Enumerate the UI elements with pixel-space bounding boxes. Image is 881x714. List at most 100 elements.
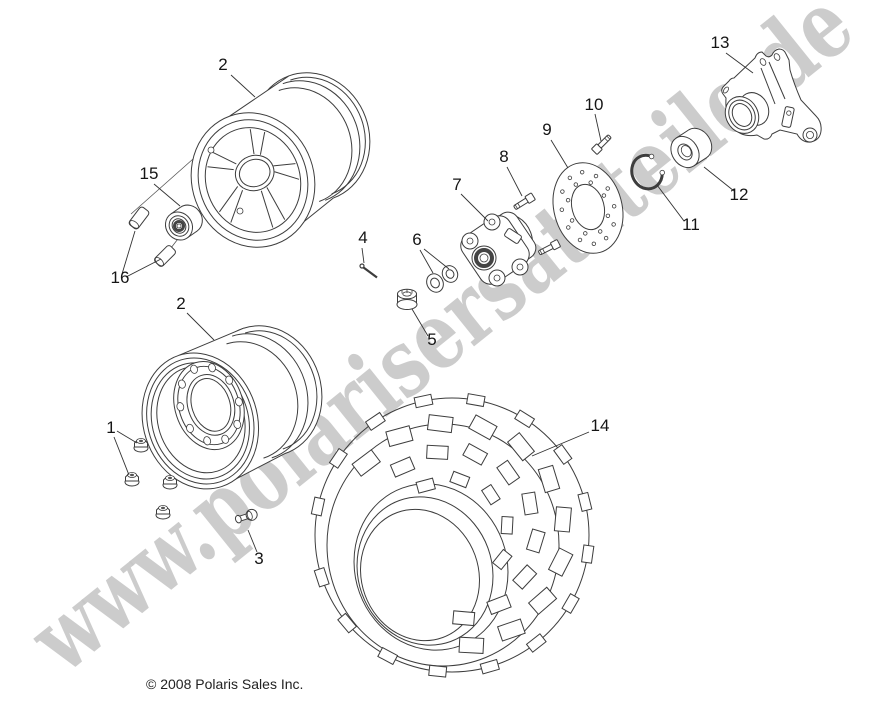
barrel-ring [282, 80, 361, 201]
barrel-edge [229, 75, 290, 117]
lug-hole [207, 146, 215, 154]
tire-tread-block [458, 636, 485, 654]
wheel-bolt-hole [221, 434, 230, 444]
tire-tread-block [377, 646, 399, 666]
wheel-spokes [207, 129, 300, 228]
nut-bore [168, 476, 172, 480]
callout-labels: 1 2 2 3 4 5 6 7 8 9 10 11 12 13 14 15 16 [106, 33, 748, 568]
disc-drill-hole [566, 225, 571, 230]
leader-line-4 [361, 247, 365, 264]
bearing-part [670, 127, 713, 169]
tire-tread-block [537, 464, 561, 494]
wheel-bolt-hole [225, 375, 234, 385]
snap-ring-eyelet [659, 169, 665, 176]
washer-part [426, 273, 444, 293]
nut-bore [139, 439, 143, 443]
tire-bead-ring [356, 496, 494, 646]
wheel-stud-part [128, 206, 150, 230]
disc-drill-hole [577, 237, 583, 243]
bolt-thread [539, 249, 543, 255]
tire-tread-blocks [310, 393, 595, 678]
wheel-spoke-edge [273, 163, 296, 167]
knuckle-tab [781, 106, 795, 128]
wheel-spoke-edge [266, 187, 286, 220]
center-bore-inner [238, 158, 271, 188]
tire-tread-block [351, 449, 381, 477]
callout-label-4: 4 [358, 228, 367, 247]
tire-tread-block [462, 442, 489, 466]
seal-center [176, 223, 182, 229]
snap-ring-body [630, 153, 664, 191]
disc-drill-hole [579, 169, 585, 175]
bolt-thread [514, 204, 518, 209]
tire-tread-block [426, 444, 449, 460]
knuckle-tab-hole [786, 110, 792, 116]
leader-line-3 [247, 529, 258, 553]
knuckle-mount-hole [773, 53, 781, 61]
callout-label-10: 10 [585, 95, 604, 114]
lug-nut-part [162, 475, 178, 490]
hub-ear-hole [493, 274, 501, 282]
knuckle-rib [768, 61, 786, 100]
leader-line-14 [531, 431, 590, 457]
brake-disc-drill-holes [559, 169, 617, 247]
disc-drill-hole [588, 180, 593, 185]
lug-nut-part [133, 438, 149, 453]
wheel-bolt-hole [190, 364, 198, 374]
leader-line-5 [411, 308, 429, 337]
brake-disc-part [552, 162, 624, 254]
tire-part [310, 393, 595, 678]
tire-tread-block [561, 592, 580, 615]
barrel-ring [226, 341, 299, 459]
leader-line-12 [703, 166, 735, 192]
tire-tread-block [553, 506, 572, 533]
disc-bolt-part [538, 239, 561, 256]
lug-hole [236, 207, 244, 215]
tire-bead-opening [360, 508, 480, 642]
knuckle-mount-hole [759, 58, 767, 66]
tire-tread-block [527, 586, 558, 616]
nut-flange [396, 299, 418, 310]
disc-drill-hole [567, 175, 573, 181]
cotter-pin-part [359, 263, 378, 279]
bolt-thread [606, 135, 611, 140]
hub-spline-ring [474, 248, 494, 268]
leader-line-1 [116, 430, 138, 444]
tire-tread-block [413, 393, 434, 409]
leader-line-11 [656, 184, 685, 222]
tire-tread-block [364, 411, 386, 431]
leader-line-2-lower [186, 312, 215, 341]
disc-drill-hole [611, 222, 616, 227]
tire-tread-block [337, 612, 358, 634]
tire-tread-block [328, 447, 348, 469]
brake-disc-center-hole [570, 183, 606, 231]
tire-tread-block [389, 456, 416, 478]
tire-tread-block [512, 564, 538, 590]
washer-hole [445, 269, 455, 279]
tire-tread-block [496, 618, 526, 642]
hub-center-bore [479, 253, 489, 263]
cast-wheel-part [190, 72, 371, 248]
disc-drill-hole [583, 231, 588, 236]
leader-line-2-upper [230, 74, 256, 98]
tire-outline [314, 397, 590, 673]
wheel-spoke-edge [218, 186, 239, 213]
knuckle-rib [760, 67, 776, 105]
callout-label-8: 8 [499, 147, 508, 166]
washer-hole [430, 277, 440, 289]
snap-ring-part [630, 153, 665, 191]
wheel-bolt-hole [176, 402, 185, 412]
disc-drill-hole [559, 207, 565, 212]
bearing-bore-inner [680, 145, 692, 158]
disc-drill-hole [560, 189, 565, 194]
tire-tread-block [525, 633, 547, 653]
leader-line-6 [419, 249, 434, 274]
hub-caliper-tab [504, 228, 522, 244]
tire-tread-block [514, 409, 536, 429]
pin-head [359, 263, 365, 269]
bolt-head [591, 143, 603, 155]
tire-tread-block [385, 425, 414, 448]
pin-shaft [362, 266, 378, 279]
wheel-spoke-edge [259, 131, 266, 155]
